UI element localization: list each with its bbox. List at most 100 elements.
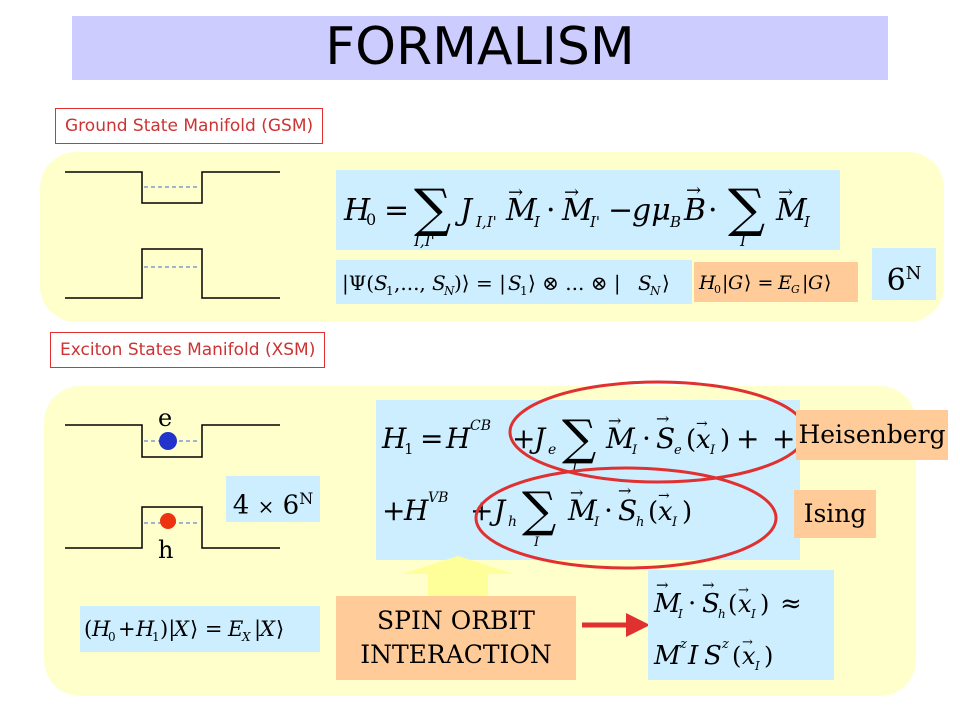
title-bar [72,16,888,80]
svg-text:|: | [802,272,808,294]
approximation-math-line1: M → I · S → h ( x → I ) ≈ [653,576,802,621]
svg-text:H: H [698,272,716,294]
svg-text:M: M [653,641,682,671]
xsm-hamiltonian-equation: H 1 = H CB + J e ∑ I M → I · S → e ( x →… [376,400,800,560]
spin-orbit-line2: INTERACTION [360,640,552,669]
spin-orbit-box: SPIN ORBIT INTERACTION [336,596,576,680]
svg-text:0: 0 [108,630,116,644]
spin-orbit-up-arrow [402,556,514,600]
svg-text:→: → [686,180,701,201]
svg-text:e: e [674,443,682,458]
svg-text:·: · [642,422,651,455]
svg-text:): ) [682,497,692,527]
svg-text:→: → [564,182,579,203]
svg-text:x: x [658,497,673,527]
svg-text:−: − [608,193,633,228]
svg-text:G: G [728,272,743,294]
svg-text:+: + [118,617,136,641]
svg-text:I: I [571,461,578,476]
svg-text:S: S [432,271,446,295]
svg-text:I: I [750,607,756,621]
svg-text:→: → [508,182,523,203]
svg-text:∑: ∑ [728,179,765,239]
right-arrow [582,613,650,637]
svg-text:|: | [722,272,728,294]
svg-text:→: → [738,583,749,598]
svg-text:X: X [258,617,276,641]
svg-text:I: I [677,607,683,621]
svg-text:+: + [382,494,405,527]
svg-text:x: x [742,642,756,670]
svg-text:M: M [505,193,538,228]
svg-text:·: · [604,494,613,527]
svg-text:x: x [696,425,711,455]
gsm-state-math: |Ψ( S1 ,..., SN )⟩ = | S1 ⟩ ⊗ ... ⊗ | SN… [342,271,670,298]
svg-text:E: E [227,617,243,641]
svg-text:): ) [760,590,769,618]
svg-text:0: 0 [714,283,721,296]
svg-text:I': I' [589,213,600,231]
svg-text:I: I [671,515,678,530]
svg-text:(: ( [686,425,696,455]
heisenberg-label: Heisenberg [796,410,948,460]
svg-text:·: · [708,193,718,228]
svg-text:⟩: ⟩ [824,272,831,294]
svg-text:≈: ≈ [780,589,802,619]
approximation-math-line2: M z I S z ( x → I ) [653,635,773,673]
svg-text:∑: ∑ [414,179,451,239]
gsm-upper-well [65,171,280,204]
svg-text:→: → [778,182,793,203]
svg-text:|Ψ(: |Ψ( [342,271,374,296]
svg-text:J: J [454,193,474,228]
svg-text:S: S [374,271,388,295]
svg-text:I: I [631,443,638,458]
svg-text:): ) [720,425,730,455]
svg-text:∑: ∑ [562,410,596,466]
svg-text:⟩: ⟩ [662,271,670,295]
svg-text:I: I [533,535,540,550]
spin-orbit-line1: SPIN ORBIT [377,606,535,635]
xsm-hamiltonian-line1: H 1 = H CB + J e ∑ I M → I · S → e ( x →… [381,409,795,476]
gsm-quantum-well-diagram [65,171,280,299]
svg-text:H: H [403,494,429,527]
svg-text:N: N [443,284,455,298]
svg-text:+: + [772,422,795,455]
svg-text:1: 1 [520,284,528,298]
svg-text:→: → [658,488,670,504]
svg-text:I: I [593,515,600,530]
svg-text:⟩ =: ⟩ = [190,617,222,641]
svg-text:→: → [618,481,631,500]
hole-dot [160,513,176,529]
svg-text:I,I': I,I' [475,213,497,231]
gsm-lower-well [65,248,280,299]
electron-label: e [158,404,173,432]
gsm-degeneracy-base: 6 [886,263,906,298]
svg-text:⟩: ⟩ [276,617,284,641]
gsm-hamiltonian-equation: H 0 = ∑ I,I' J I,I' M → I · M → I' − gμ … [336,170,840,250]
svg-text:G: G [791,283,800,296]
svg-text:(: ( [732,642,741,670]
svg-text:H: H [91,617,111,641]
svg-text:→: → [570,483,583,502]
xsm-quantum-well-diagram [65,424,280,549]
gsm-hamiltonian-math: H 0 = ∑ I,I' J I,I' M → I · M → I' − gμ … [343,179,811,250]
xsm-degeneracy-exp: N [299,489,314,508]
svg-text:I: I [803,213,811,231]
svg-text:M: M [605,422,636,455]
hole-label: h [158,536,174,564]
svg-text:VB: VB [428,490,448,506]
svg-text:I: I [533,213,541,231]
svg-text:(: ( [84,617,92,641]
svg-text:1: 1 [404,440,414,458]
ising-label: Ising [794,490,876,538]
svg-text:·: · [546,193,556,228]
svg-text:): ) [764,642,773,670]
svg-text:1: 1 [152,630,160,644]
svg-text:I: I [709,443,716,458]
svg-text:E: E [777,272,792,294]
ising-ellipse [474,466,778,570]
svg-text:H: H [135,617,155,641]
heisenberg-ellipse [508,380,808,484]
svg-text:H: H [343,193,371,228]
